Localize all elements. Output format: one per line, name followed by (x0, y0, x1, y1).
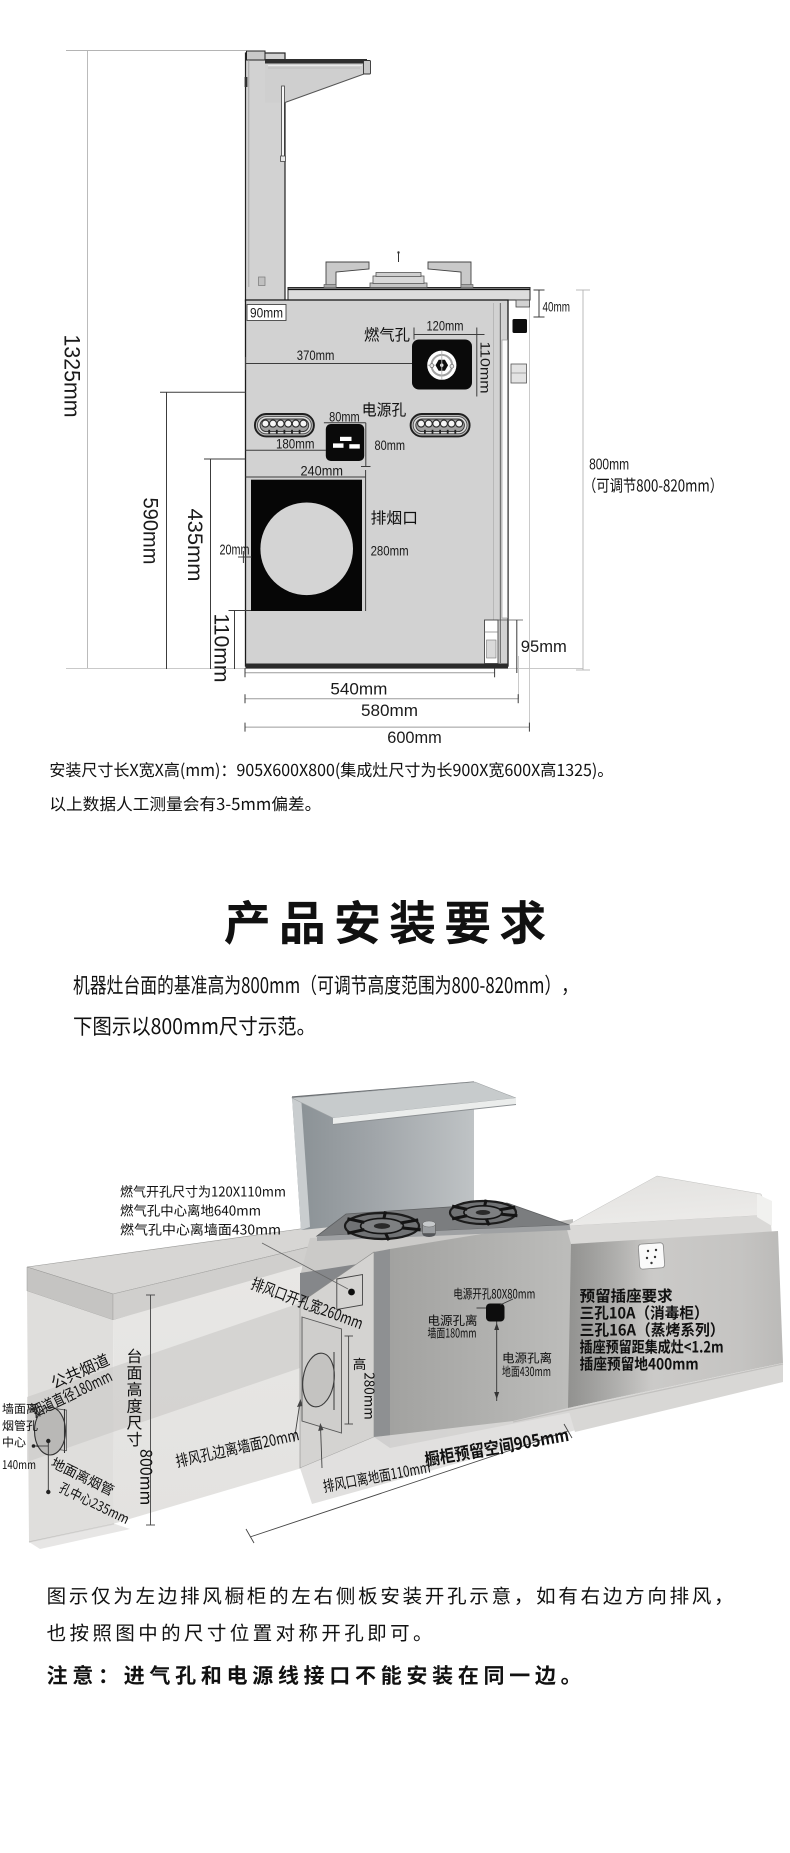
svg-text:580mm: 580mm (361, 701, 418, 720)
svg-text:80mm: 80mm (375, 437, 406, 453)
svg-text:280mm: 280mm (371, 543, 409, 559)
svg-text:180mm: 180mm (276, 436, 315, 452)
svg-text:110mm: 110mm (210, 614, 233, 683)
svg-text:435mm: 435mm (183, 509, 206, 582)
svg-text:40mm: 40mm (543, 300, 571, 315)
svg-text:600mm: 600mm (387, 728, 442, 747)
svg-text:240mm: 240mm (300, 463, 343, 479)
svg-text:80mm: 80mm (329, 409, 360, 425)
svg-text:540mm: 540mm (330, 680, 387, 699)
svg-text:95mm: 95mm (521, 637, 567, 656)
svg-text:20mm: 20mm (220, 543, 250, 559)
svg-text:110mm: 110mm (478, 342, 494, 394)
svg-text:590mm: 590mm (139, 498, 162, 565)
svg-text:90mm: 90mm (250, 306, 283, 321)
svg-text:800mm: 800mm (589, 457, 629, 474)
svg-text:1325mm: 1325mm (60, 335, 85, 418)
svg-text:370mm: 370mm (297, 347, 335, 363)
svg-text:120mm: 120mm (427, 318, 464, 334)
